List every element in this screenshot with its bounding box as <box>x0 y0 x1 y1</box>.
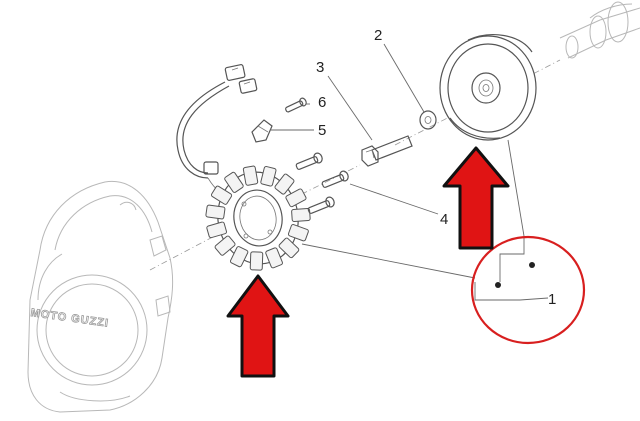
callout-1: 1 <box>548 291 556 308</box>
screws-4 <box>295 152 349 214</box>
reference-box-1 <box>474 236 549 301</box>
connector-small <box>203 161 219 175</box>
engine-cover: MOTO GUZZI <box>27 180 174 413</box>
screw-4a <box>295 152 323 170</box>
red-arrow-stator <box>226 274 290 378</box>
clip-5 <box>251 119 273 143</box>
callout-4: 4 <box>440 211 448 228</box>
flywheel-rotor <box>439 34 537 141</box>
screw-6 <box>285 97 307 113</box>
callout-2: 2 <box>374 27 382 44</box>
crankshaft <box>559 1 640 59</box>
screw-4c <box>307 196 335 214</box>
callout-5: 5 <box>318 122 326 139</box>
bolt-3 <box>361 135 413 167</box>
callout-6: 6 <box>318 94 326 111</box>
red-arrow-flywheel <box>442 146 510 250</box>
engraved-brand-text: MOTO GUZZI <box>30 307 110 330</box>
callout-3: 3 <box>316 59 324 76</box>
assembly-axis-left <box>149 219 246 271</box>
stator-coil <box>205 165 311 271</box>
connector-plug-b <box>238 78 258 94</box>
leader-2 <box>383 43 425 113</box>
highlight-ring <box>470 235 586 345</box>
leader-1-stator <box>301 243 476 279</box>
leader-3 <box>327 75 373 141</box>
leader-1-rotor <box>507 139 525 237</box>
washer-2 <box>419 110 437 130</box>
leader-4 <box>349 183 439 215</box>
reference-dot-b <box>529 262 535 268</box>
reference-dot-a <box>495 282 501 288</box>
screw-4b <box>321 170 349 188</box>
connector-plug-a <box>224 64 246 81</box>
